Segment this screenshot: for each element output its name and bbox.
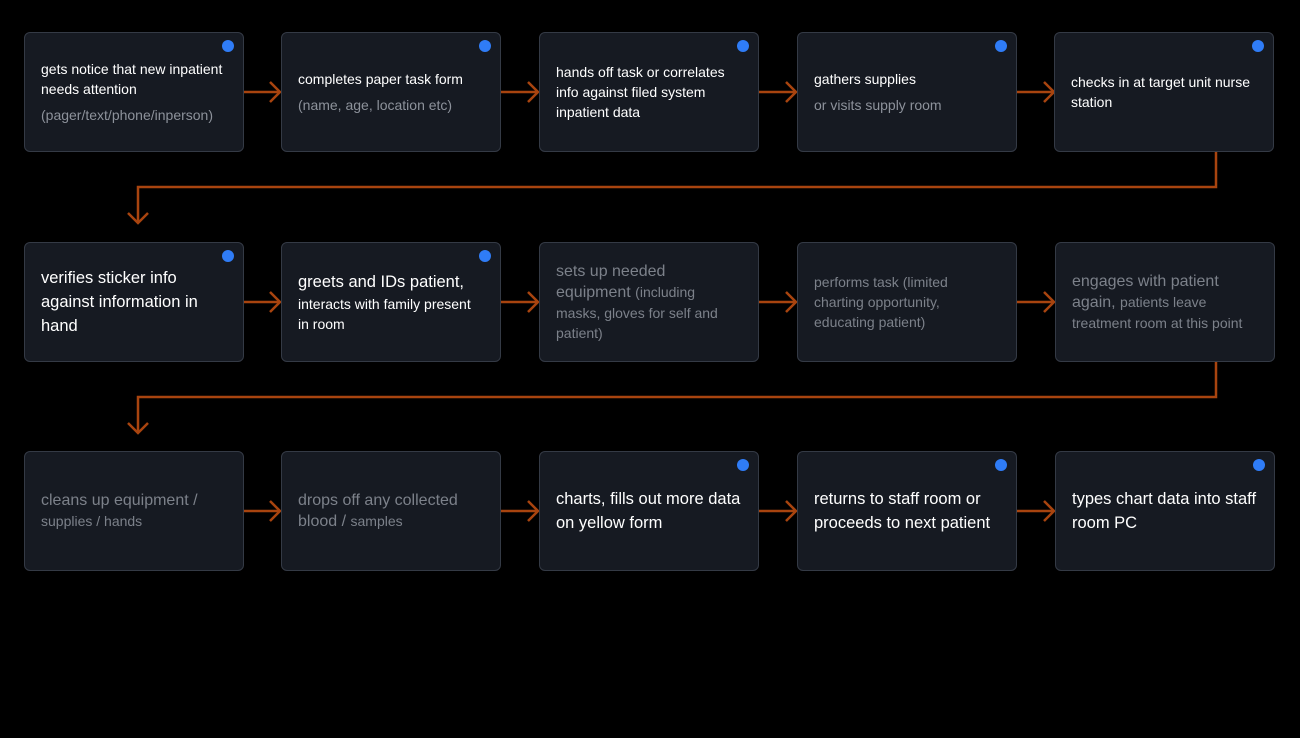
step-card-check-in: checks in at target unit nurse station — [1054, 32, 1274, 152]
step-card-type-chart-data: types chart data into staff room PC — [1055, 451, 1275, 571]
status-dot-icon — [1252, 40, 1264, 52]
status-dot-icon — [222, 40, 234, 52]
step-card-gather-supplies: gathers supplies or visits supply room — [797, 32, 1017, 152]
status-dot-icon — [479, 40, 491, 52]
step-main-text: sets up needed equipment — [556, 262, 666, 301]
step-sub-text: or visits supply room — [814, 97, 942, 113]
step-main-text: greets and IDs patient, — [298, 273, 465, 291]
step-card-perform-task: performs task (limited charting opportun… — [797, 242, 1017, 362]
arrowhead-icon — [1043, 81, 1056, 103]
status-dot-icon — [995, 40, 1007, 52]
status-dot-icon — [995, 459, 1007, 471]
step-card-chart-form: charts, fills out more data on yellow fo… — [539, 451, 759, 571]
step-sub-text: performs task (limited charting opportun… — [814, 274, 948, 330]
step-main-text: types chart data into staff room PC — [1072, 490, 1257, 532]
step-main-text: checks in at target unit nurse station — [1071, 74, 1250, 110]
step-card-setup-equipment: sets up needed equipment (including mask… — [539, 242, 759, 362]
step-sub-text: interacts with family present in room — [298, 296, 471, 332]
arrowhead-icon — [1043, 291, 1056, 313]
arrowhead-icon — [127, 212, 149, 225]
status-dot-icon — [737, 40, 749, 52]
arrowhead-icon — [785, 81, 798, 103]
connector-line — [136, 152, 1218, 222]
connector-line — [136, 362, 1218, 432]
step-card-drop-off-samples: drops off any collected blood / samples — [281, 451, 501, 571]
status-dot-icon — [737, 459, 749, 471]
step-text: sets up needed equipment (including mask… — [556, 262, 742, 343]
arrowhead-icon — [527, 500, 540, 522]
arrowhead-icon — [527, 81, 540, 103]
arrowhead-icon — [269, 500, 282, 522]
status-dot-icon — [222, 250, 234, 262]
step-sub-text: supplies / hands — [41, 513, 143, 529]
step-sub-text: patients leave treatment room at this po… — [1072, 293, 1243, 331]
arrowhead-icon — [269, 81, 282, 103]
step-sub-text: (pager/text/phone/inperson) — [41, 107, 213, 123]
step-sub-text: samples — [350, 512, 403, 529]
step-card-hand-off: hands off task or correlates info agains… — [539, 32, 759, 152]
step-card-return-staff-room: returns to staff room or proceeds to nex… — [797, 451, 1017, 571]
step-card-verify-sticker: verifies sticker info against informatio… — [24, 242, 244, 362]
step-main-text: charts, fills out more data on yellow fo… — [556, 490, 741, 532]
arrowhead-icon — [527, 291, 540, 313]
status-dot-icon — [479, 250, 491, 262]
step-main-text: hands off task or correlates info agains… — [556, 64, 725, 120]
step-main-text: gathers supplies — [814, 71, 916, 87]
step-main-text: cleans up equipment / — [41, 492, 198, 509]
arrowhead-icon — [785, 291, 798, 313]
arrowhead-icon — [127, 422, 149, 435]
arrowhead-icon — [785, 500, 798, 522]
step-card-engage-patient: engages with patient again, patients lea… — [1055, 242, 1275, 362]
step-card-paper-form: completes paper task form (name, age, lo… — [281, 32, 501, 152]
step-main-text: engages with patient again, — [1072, 272, 1219, 311]
step-main-text: verifies sticker info against informatio… — [41, 269, 198, 335]
status-dot-icon — [1253, 459, 1265, 471]
step-main-text: completes paper task form — [298, 71, 463, 87]
step-text: engages with patient again, patients lea… — [1072, 272, 1258, 333]
arrowhead-icon — [269, 291, 282, 313]
step-main-text: drops off any collected blood / — [298, 491, 458, 530]
step-text: drops off any collected blood / samples — [298, 491, 484, 532]
step-main-text: returns to staff room or proceeds to nex… — [814, 490, 991, 532]
arrowhead-icon — [1043, 500, 1056, 522]
step-text: cleans up equipment / supplies / hands — [41, 491, 227, 531]
step-card-greet-patient: greets and IDs patient, interacts with f… — [281, 242, 501, 362]
step-card-get-notice: gets notice that new inpatient needs att… — [24, 32, 244, 152]
step-card-clean-up: cleans up equipment / supplies / hands — [24, 451, 244, 571]
step-sub-text: (name, age, location etc) — [298, 97, 453, 113]
step-main-text: gets notice that new inpatient needs att… — [41, 61, 223, 97]
step-sub-text: (including masks, gloves for self and pa… — [556, 283, 718, 341]
